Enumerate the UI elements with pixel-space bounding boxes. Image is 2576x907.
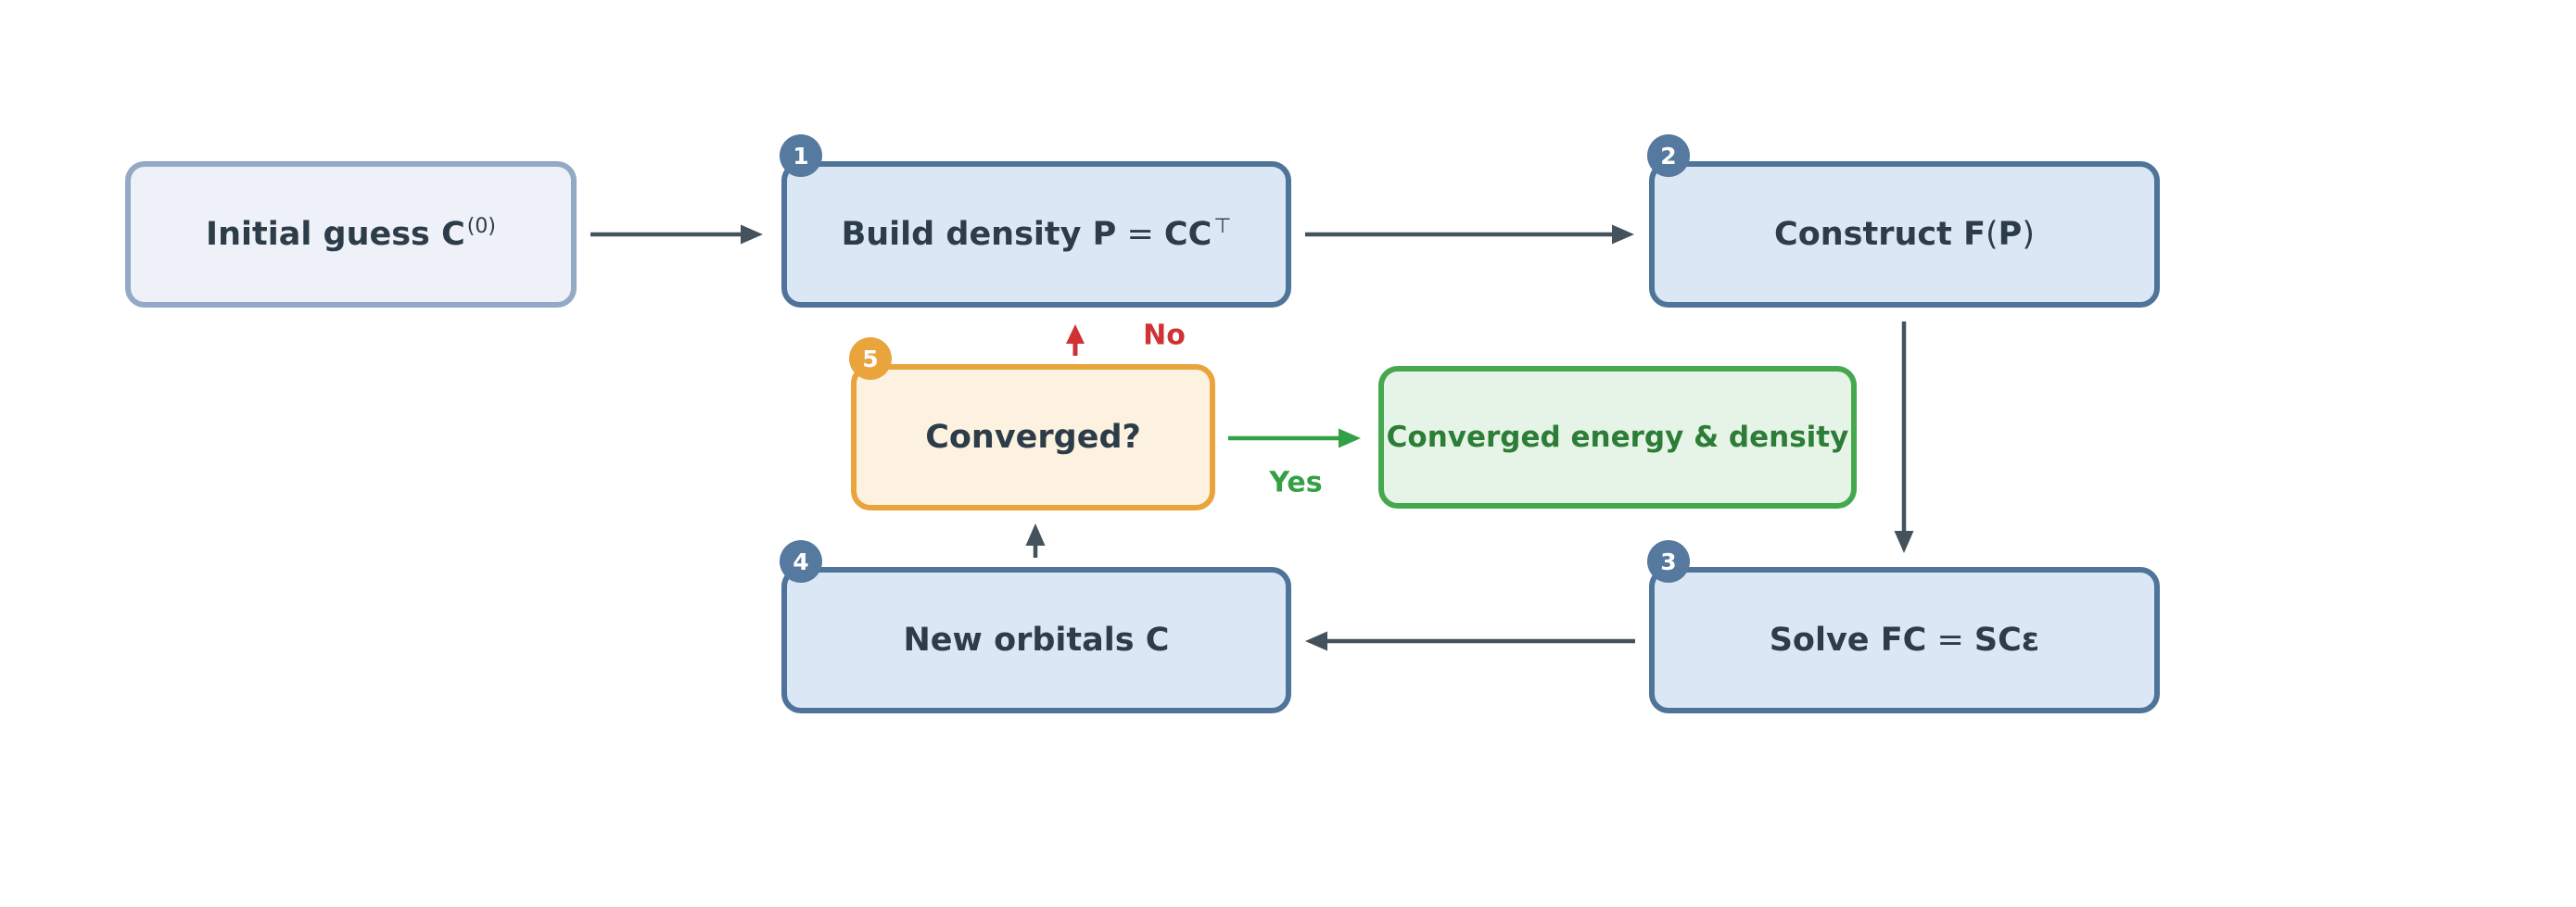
step-badge-5: 5 bbox=[849, 337, 892, 380]
construct-fock-close-paren: ) bbox=[2022, 216, 2035, 253]
arrow-no-loop-head bbox=[1066, 324, 1085, 344]
arrow-no-loop bbox=[1066, 324, 1085, 356]
arrow-build-to-construct-head bbox=[1612, 224, 1634, 245]
initial-guess-superscript: (0) bbox=[466, 215, 496, 238]
node-converged-result: Converged energy & density bbox=[1378, 366, 1857, 509]
node-solve-eigen: 3 Solve FC = SCε bbox=[1647, 540, 2160, 713]
solve-eigen-equals: = bbox=[1926, 622, 1974, 659]
node-initial-guess-label: Initial guess C(0) bbox=[206, 215, 496, 253]
build-density-matrix: CC bbox=[1163, 216, 1212, 253]
node-construct-fock: 2 Construct F(P) bbox=[1647, 134, 2160, 308]
construct-fock-text: Construct F bbox=[1774, 216, 1986, 253]
arrow-yes-to-result-head bbox=[1339, 428, 1361, 448]
arrow-build-to-construct bbox=[1305, 224, 1634, 245]
step-badge-4: 4 bbox=[780, 540, 822, 583]
build-density-equals: = bbox=[1116, 216, 1164, 253]
arrow-solve-to-new-orbitals-head bbox=[1305, 631, 1327, 651]
build-density-transpose: ⊤ bbox=[1213, 215, 1232, 238]
solve-eigen-text: Solve FC bbox=[1769, 622, 1927, 659]
node-solve-eigen-label: Solve FC = SCε bbox=[1770, 622, 2040, 659]
node-new-orbitals-label: New orbitals C bbox=[903, 622, 1170, 659]
node-build-density-label: Build density P = CC⊤ bbox=[841, 215, 1232, 253]
construct-fock-open-paren: ( bbox=[1986, 216, 1999, 253]
step-badge-2: 2 bbox=[1647, 134, 1690, 177]
node-new-orbitals: 4 New orbitals C bbox=[780, 540, 1291, 713]
node-converged-check-label: Converged? bbox=[925, 419, 1141, 456]
construct-fock-arg: P bbox=[1998, 216, 2023, 253]
edge-label-no: No bbox=[1143, 319, 1186, 352]
solve-eigen-rhs: SCε bbox=[1973, 622, 2040, 659]
node-build-density: 1 Build density P = CC⊤ bbox=[780, 134, 1291, 308]
build-density-text: Build density P bbox=[841, 216, 1117, 253]
edge-label-yes: Yes bbox=[1269, 466, 1323, 499]
arrow-solve-to-new-orbitals bbox=[1305, 631, 1635, 651]
node-converged-check: 5 Converged? bbox=[849, 337, 1215, 510]
arrow-construct-to-solve bbox=[1894, 321, 1914, 553]
arrow-new-orbitals-to-converged-head bbox=[1025, 523, 1046, 546]
arrow-initial-to-build-head bbox=[741, 224, 763, 245]
arrow-yes-to-result bbox=[1228, 428, 1361, 448]
step-badge-3: 3 bbox=[1647, 540, 1690, 583]
arrow-new-orbitals-to-converged bbox=[1025, 523, 1046, 558]
node-construct-fock-label: Construct F(P) bbox=[1774, 216, 2035, 253]
arrow-construct-to-solve-head bbox=[1894, 531, 1914, 553]
step-badge-1: 1 bbox=[780, 134, 822, 177]
arrow-initial-to-build bbox=[590, 224, 763, 245]
initial-guess-text: Initial guess C bbox=[206, 216, 465, 253]
node-converged-result-label: Converged energy & density bbox=[1386, 421, 1849, 454]
node-initial-guess: Initial guess C(0) bbox=[125, 161, 577, 308]
